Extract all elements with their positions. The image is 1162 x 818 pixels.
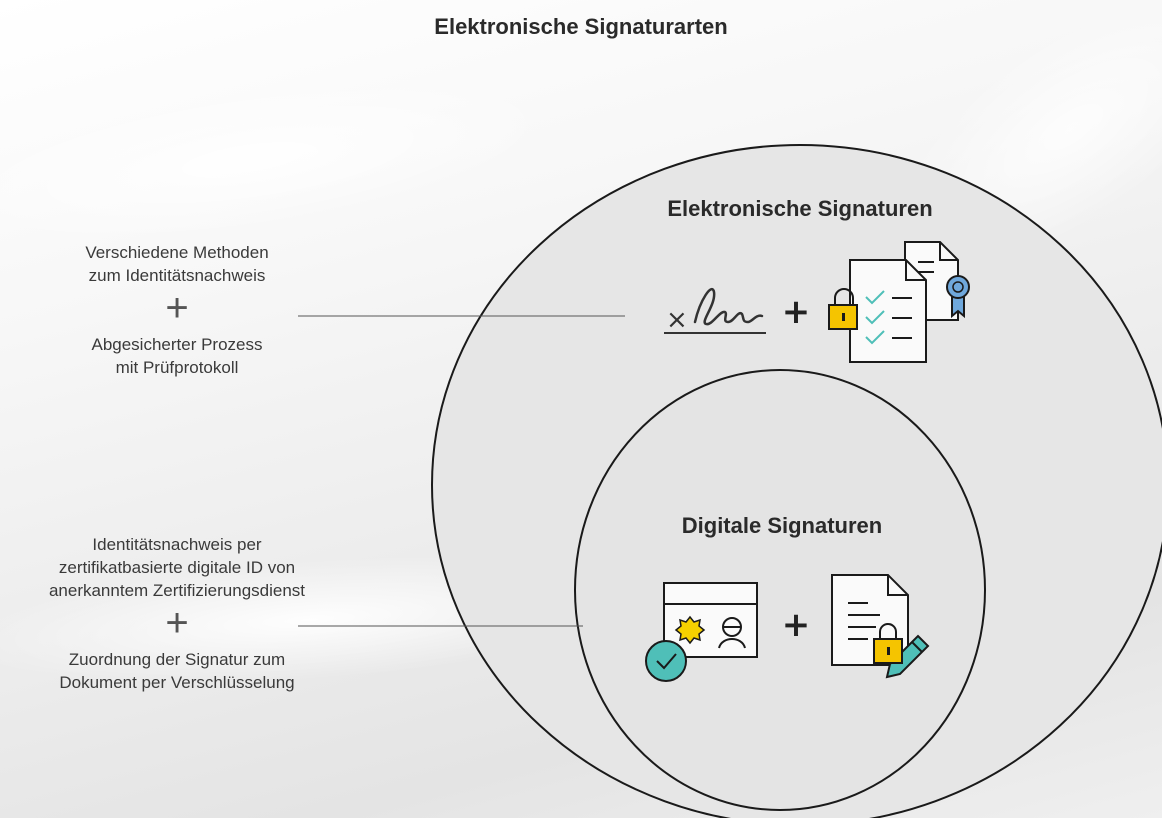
- digital-signature-description: Identitätsnachweis per zertifikatbasiert…: [7, 533, 347, 694]
- plus-icon: +: [165, 286, 189, 330]
- digital-id-card-icon: [645, 582, 758, 682]
- description-line: Verschiedene Methoden: [85, 243, 269, 262]
- locked-document-pen-icon: [831, 574, 930, 679]
- description-line: Zuordnung der Signatur zum: [68, 650, 286, 669]
- description-line: zum Identitätsnachweis: [88, 266, 266, 285]
- description-line: Dokument per Verschlüsselung: [59, 673, 295, 692]
- secured-documents-icon: [828, 241, 970, 363]
- plus-icon: +: [165, 601, 189, 645]
- page-title: Elektronische Signaturarten: [434, 14, 728, 39]
- signature-icon: ×: [664, 288, 766, 335]
- description-line: zertifikatbasierte digitale ID von: [58, 558, 296, 577]
- plus-icon: +: [782, 292, 811, 332]
- electronic-signatures-title: Elektronische Signaturen: [667, 196, 933, 221]
- description-line: Abgesicherter Prozess: [91, 335, 263, 354]
- electronic-signature-description: Verschiedene Methoden zum Identitätsnach…: [7, 241, 347, 379]
- inner-circle: [574, 369, 986, 811]
- svg-text:×: ×: [666, 305, 688, 335]
- digital-signatures-title: Digitale Signaturen: [681, 513, 883, 538]
- description-line: mit Prüfprotokoll: [115, 358, 239, 377]
- description-line: Identitätsnachweis per: [92, 535, 262, 554]
- description-line: anerkanntem Zertifizierungsdienst: [48, 581, 306, 600]
- plus-icon: +: [782, 605, 811, 645]
